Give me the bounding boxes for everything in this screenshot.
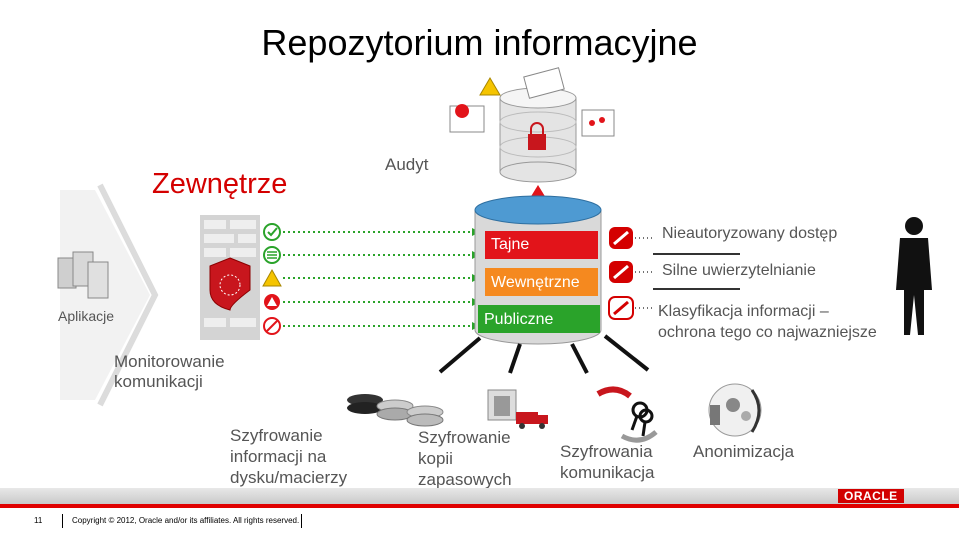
tier-label: Tajne [491, 236, 530, 253]
threat-classification: Klasyfikacja informacji – ochrona tego c… [658, 301, 877, 343]
footer-divider [62, 514, 63, 528]
threat-unauthorized-access: Nieautoryzowany dostęp [662, 225, 838, 242]
feature-disk-encryption: Szyfrowanie informacji na dysku/macierzy [230, 425, 347, 488]
feature-line: Szyfrowanie [230, 426, 323, 445]
tier-public: Publiczne [478, 305, 600, 333]
oracle-logo: ORACLE [838, 489, 904, 503]
chevron-outline [97, 183, 159, 407]
copyright-text: Copyright © 2012, Oracle and/or its affi… [72, 516, 300, 525]
keys-icon [596, 386, 658, 443]
feature-line: zapasowych [418, 470, 512, 489]
threat-line: Klasyfikacja informacji – [658, 303, 829, 320]
feature-line: Anonimizacja [693, 442, 795, 461]
tier-label: Wewnętrzne [491, 274, 580, 291]
report-documents-icon [449, 67, 615, 137]
page-number: 11 [34, 516, 43, 525]
disk-stack-icon [347, 394, 444, 427]
footer-bar [0, 488, 959, 504]
threat-line: ochrona tego co najwazniejsze [658, 324, 877, 341]
feature-line: dysku/macierzy [230, 468, 348, 487]
tier-label: Publiczne [484, 311, 554, 328]
feature-communication-encryption: Szyfrowania komunikacja [560, 441, 655, 483]
external-heading: Zewnętrze [152, 168, 288, 200]
servers-icon [57, 251, 109, 299]
backup-truck-icon [487, 389, 548, 429]
status-icons [262, 223, 282, 335]
db-connectors [438, 334, 650, 374]
threat-strong-authentication: Silne uwierzytelnianie [662, 262, 816, 279]
threat-markers [608, 227, 634, 320]
person-icon [896, 217, 932, 335]
monitoring-label-line: komunikacji [114, 372, 203, 391]
feature-line: Szyfrowanie [418, 428, 511, 447]
applications-label: Aplikacje [58, 308, 115, 324]
flow-arrows [283, 231, 472, 327]
monitoring-label: Monitorowanie komunikacji [114, 352, 225, 392]
anonymization-icon [708, 383, 762, 437]
feature-line: informacji na [230, 447, 327, 466]
feature-line: Szyfrowania [560, 442, 653, 461]
audit-label: Audyt [385, 155, 429, 174]
audit-database-icon [499, 87, 577, 183]
feature-line: kopii [418, 449, 453, 468]
monitoring-label-line: Monitorowanie [114, 352, 225, 371]
feature-anonymization: Anonimizacja [693, 441, 794, 462]
slide-title: Repozytorium informacyjne [261, 22, 698, 63]
footer-divider [301, 514, 302, 528]
feature-line: komunikacja [560, 463, 655, 482]
firewall-icon [200, 215, 260, 340]
tier-secret: Tajne [485, 231, 598, 259]
feature-backup-encryption: Szyfrowanie kopii zapasowych [418, 427, 512, 490]
footer-red-line [0, 504, 959, 508]
tier-internal: Wewnętrzne [485, 268, 598, 296]
